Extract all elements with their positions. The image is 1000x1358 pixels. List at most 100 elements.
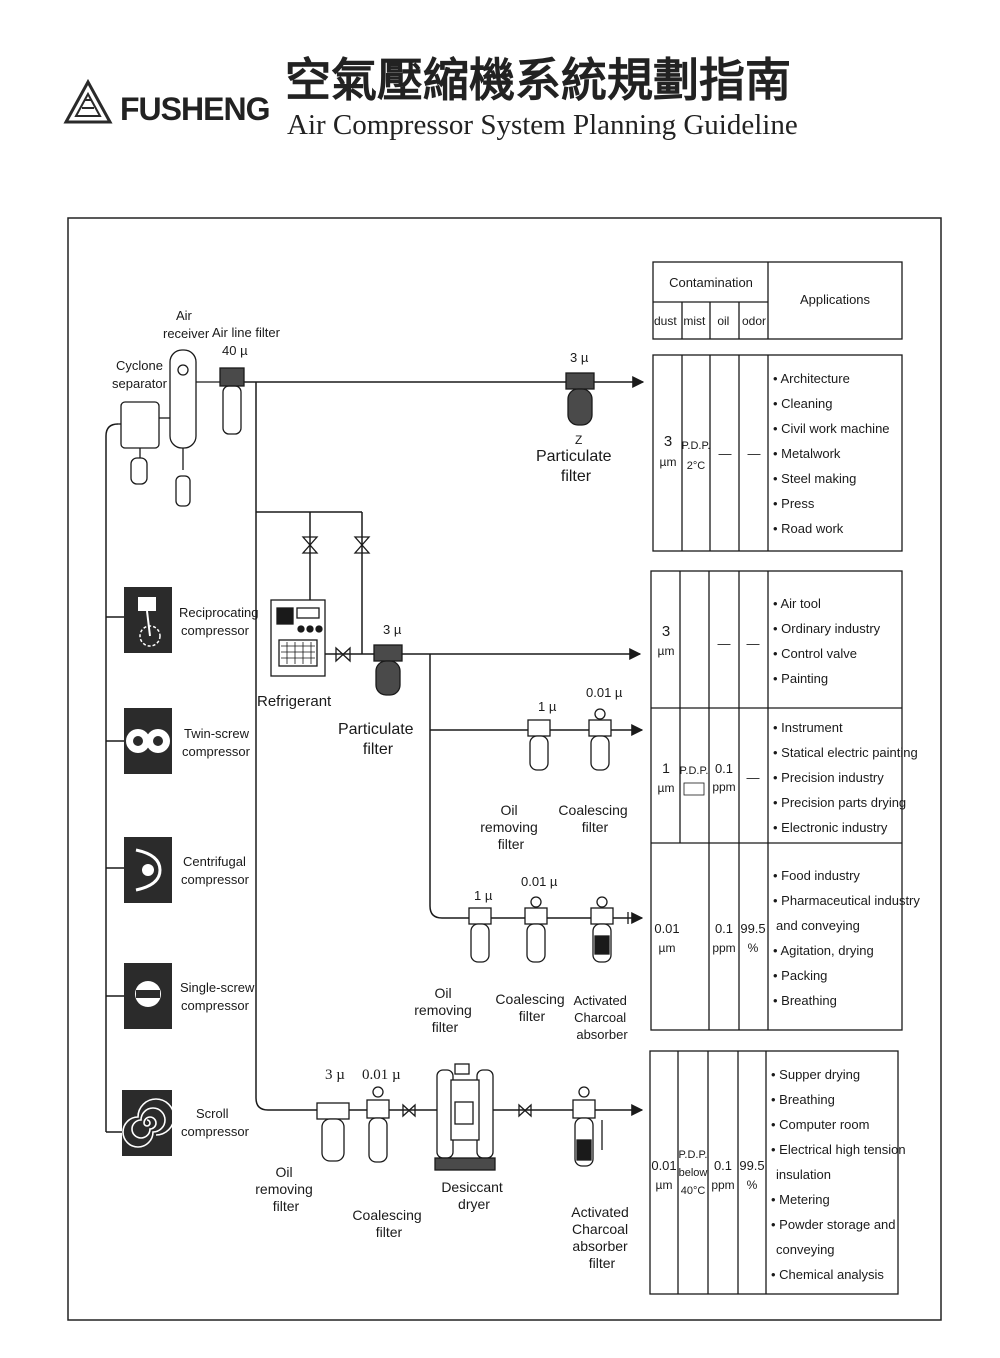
svg-text:%: %: [748, 941, 759, 955]
rating-bottom-001u: 0.01 µ: [362, 1067, 401, 1083]
svg-text:Scroll compressor: Scroll compressor: [181, 1106, 250, 1139]
contamination-header: Contamination: [669, 275, 753, 290]
oil-removing-filter-bottom: [316, 1102, 350, 1162]
coalescing-filter-r4: [524, 896, 548, 963]
svg-text:ppm: ppm: [712, 941, 735, 955]
svg-text:99.5: 99.5: [739, 1158, 764, 1173]
svg-text:—: —: [719, 446, 732, 461]
particulate-filter-top: Z: [565, 372, 595, 447]
diagram-frame: [67, 217, 942, 1321]
air-receiver-label: Air receiver: [163, 308, 210, 341]
svg-text:0.1: 0.1: [715, 921, 733, 936]
fusheng-logo-icon: [63, 78, 113, 124]
applications-header: Applications: [800, 292, 871, 307]
svg-text:Reciprocating compressor: Reciprocating compressor: [179, 605, 262, 638]
title-chinese: 空氣壓縮機系統規劃指南: [285, 54, 791, 106]
svg-text:• Architecture • Cleanin: • Architecture • Cleaning • Civil work m…: [773, 371, 893, 536]
table-block-3: [649, 1050, 899, 1295]
coalescing-filter-r3-label: Coalescing filter: [558, 802, 631, 835]
table-block-2: [650, 570, 903, 1031]
particulate-filter-mid: [373, 644, 403, 696]
coalescing-filter-r4-label: Coalescing filter: [495, 991, 568, 1024]
compressor-reciprocating: Reciprocating compressor: [124, 587, 262, 653]
activated-charcoal-filter-label: Activated Charcoal absorber filter: [571, 1204, 632, 1271]
svg-text:0.01: 0.01: [651, 1158, 676, 1173]
cyclone-separator: [118, 401, 170, 485]
activated-charcoal-absorber-r4: [590, 896, 629, 963]
svg-text:µm: µm: [660, 455, 677, 469]
desiccant-dryer: [434, 1063, 496, 1171]
svg-text:µm: µm: [656, 1178, 673, 1192]
refrigerant-dryer: [270, 599, 326, 677]
rating-bottom-3u: 3 µ: [325, 1067, 345, 1083]
compressor-twin-screw: Twin-screw compressor: [124, 708, 253, 774]
svg-text:Single-screw compressor: Single-screw compressor: [180, 980, 258, 1013]
rating-top-3u: 3 µ: [570, 350, 589, 365]
svg-text:Centrifugal compressor: Centrifugal compressor: [181, 854, 250, 887]
svg-text:99.5: 99.5: [740, 921, 765, 936]
oil-removing-filter-r4: [468, 907, 492, 963]
svg-text:40°C: 40°C: [681, 1185, 706, 1197]
cyclone-separator-label: Cyclone separator: [112, 358, 168, 391]
svg-text:0.1: 0.1: [714, 1158, 732, 1173]
svg-text:P.D.P.: P.D.P.: [680, 765, 709, 777]
svg-text:µm: µm: [658, 644, 675, 658]
desiccant-dryer-label: Desiccant dryer: [441, 1179, 506, 1212]
svg-text:• Instrument • Statical: • Instrument • Statical electric paintin…: [773, 720, 921, 835]
svg-text:below: below: [679, 1167, 708, 1179]
table-row-1: 3 µm P.D.P. 2°C — — • Architecture • Cle…: [660, 371, 893, 536]
svg-text:3: 3: [662, 623, 670, 640]
rating-mid-3u: 3 µ: [383, 622, 402, 637]
air-receiver: [169, 349, 222, 507]
table-row-2: 3 µm — — • Air tool • Ordinary industry …: [658, 596, 884, 686]
particulate-filter-top-label: Particulate filter: [536, 448, 616, 485]
table-block-1: [652, 354, 903, 552]
svg-text:• Air tool • Ordinary in: • Air tool • Ordinary industry • Control…: [773, 596, 884, 686]
rating-r4-001u: 0.01 µ: [521, 874, 558, 889]
svg-text:µm: µm: [658, 781, 675, 795]
air-line-filter: [219, 367, 245, 435]
svg-text:3: 3: [664, 433, 672, 450]
activated-charcoal-r4-label: Activated Charcoal absorber: [573, 993, 630, 1042]
table-row-3: 1 µm P.D.P. 0.1 ppm — • Instrument • Sta…: [658, 720, 921, 835]
svg-text:—: —: [747, 636, 760, 651]
oil-removing-filter-r4-label: Oil removing filter: [414, 985, 475, 1035]
svg-text:1: 1: [662, 760, 670, 776]
brand-name: FUSHENG: [120, 91, 269, 127]
oil-removing-filter-r3: [527, 719, 551, 771]
title-english: Air Compressor System Planning Guideline: [287, 109, 798, 141]
valve-icons: [301, 536, 532, 1118]
svg-text:Z: Z: [575, 433, 582, 447]
svg-text:ppm: ppm: [711, 1178, 734, 1192]
svg-text:—: —: [747, 770, 760, 785]
rating-r4-1u: 1 µ: [474, 888, 493, 903]
particulate-filter-mid-label: Particulate filter: [338, 721, 418, 758]
activated-charcoal-absorber-bottom: [572, 1086, 603, 1167]
svg-text:0.01: 0.01: [654, 921, 679, 936]
svg-text:• Food industry • Pharma: • Food industry • Pharmaceutical industr…: [773, 868, 924, 1008]
svg-text:P.D.P.: P.D.P.: [682, 440, 711, 452]
oil-removing-filter-r3-label: Oil removing filter: [480, 802, 541, 852]
svg-text:µm: µm: [659, 941, 676, 955]
svg-text:0.1: 0.1: [715, 761, 733, 776]
svg-text:2°C: 2°C: [687, 460, 706, 472]
svg-text:—: —: [718, 636, 731, 651]
rating-r3-1u: 1 µ: [538, 699, 557, 714]
svg-text:• Supper drying • Breath: • Supper drying • Breathing • Computer r…: [771, 1067, 909, 1282]
compressor-single-screw: Single-screw compressor: [124, 963, 258, 1029]
svg-text:%: %: [747, 1178, 758, 1192]
svg-text:—: —: [748, 446, 761, 461]
compressor-centrifugal: Centrifugal compressor: [124, 837, 250, 903]
oil-removing-filter-bottom-label: Oil removing filter: [255, 1164, 316, 1214]
contamination-columns: dust mist oil odor: [654, 314, 766, 328]
svg-text:P.D.P.: P.D.P.: [679, 1149, 708, 1161]
rating-r3-001u: 0.01 µ: [586, 685, 623, 700]
coalescing-filter-bottom: [366, 1086, 390, 1163]
table-row-4: 0.01 µm 0.1 ppm 99.5 % • Food industry •…: [654, 868, 924, 1008]
contamination-table-header: [652, 261, 903, 340]
svg-text:Twin-screw compressor: Twin-screw compressor: [182, 726, 253, 759]
refrigerant-label: Refrigerant: [257, 693, 332, 710]
coalescing-filter-bottom-label: Coalescing filter: [352, 1207, 425, 1240]
